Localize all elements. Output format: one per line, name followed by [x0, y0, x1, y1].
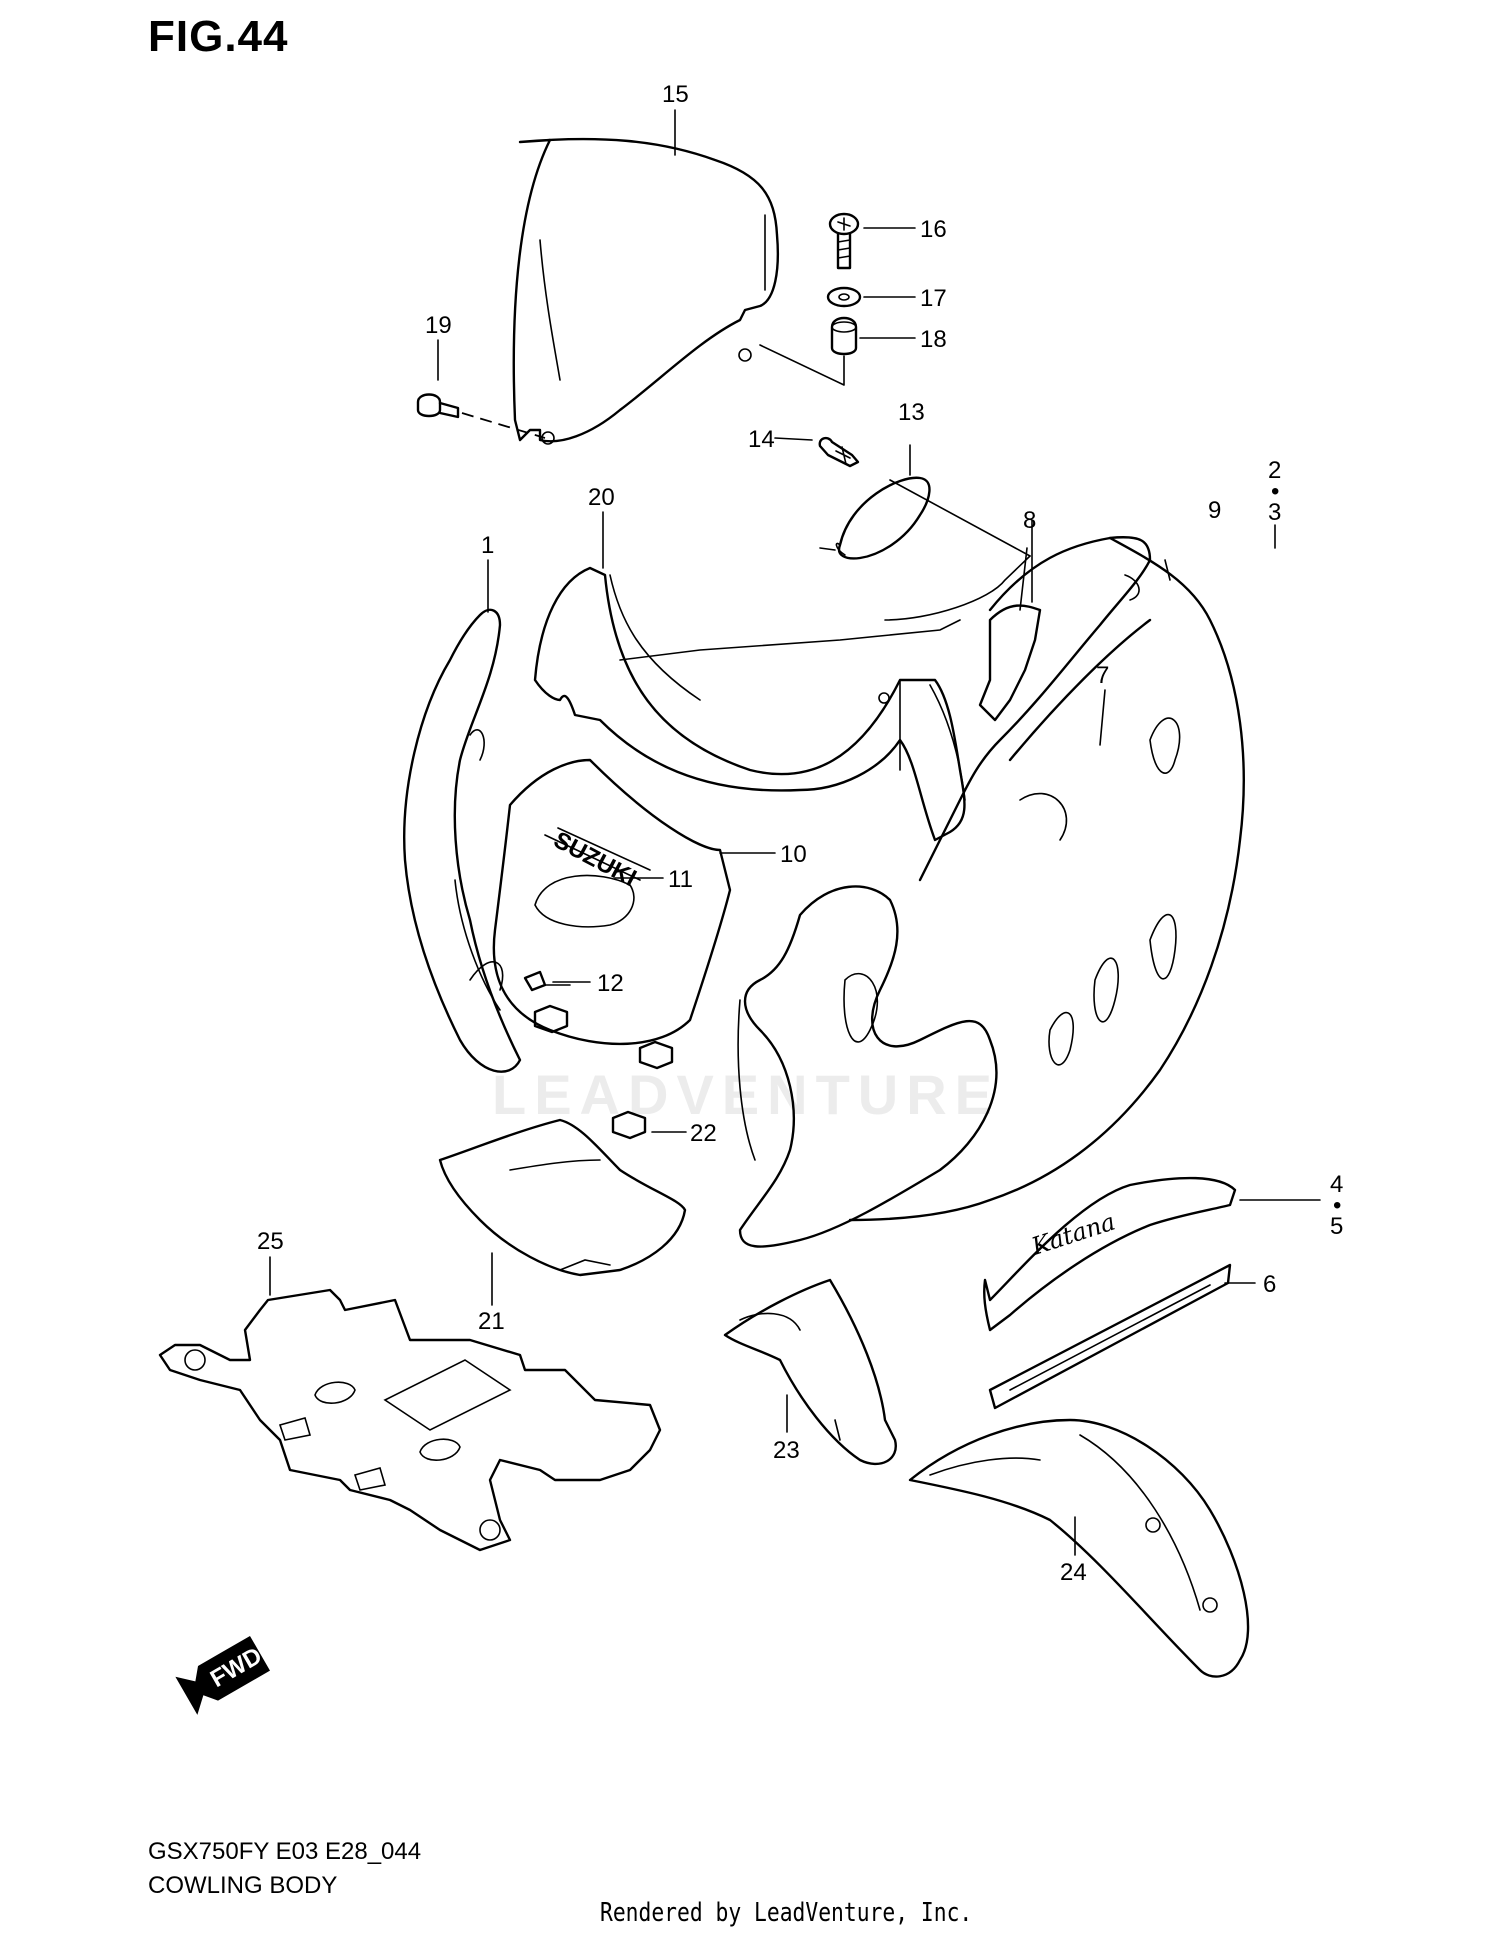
- callout-8: 8: [1023, 507, 1036, 534]
- callouts: 15 16 17 18 19 14 13 20 1 8 9 2 • 3 7 10…: [257, 81, 1343, 1586]
- part-duct-24: [908, 1418, 1250, 1678]
- callout-sep-4-5: •: [1333, 1192, 1341, 1219]
- part-windscreen: [512, 137, 780, 445]
- callout-18: 18: [920, 326, 947, 353]
- callout-24: 24: [1060, 1559, 1087, 1586]
- part-panel-8: [884, 555, 1042, 722]
- part-block-22: [611, 1110, 647, 1140]
- callout-23: 23: [773, 1437, 800, 1464]
- callout-17: 17: [920, 285, 947, 312]
- part-cover-13: [819, 476, 1031, 560]
- fwd-arrow-icon: FWD: [175, 1635, 270, 1715]
- katana-logo-text: Katana: [1027, 1208, 1118, 1262]
- part-screw-16: [828, 212, 860, 270]
- callout-7: 7: [1096, 662, 1109, 689]
- part-under-cowl-21: [438, 1118, 687, 1277]
- part-nut-18: [759, 316, 858, 386]
- callout-9: 9: [1208, 497, 1221, 524]
- rendered-by: Rendered by LeadVenture, Inc.: [600, 1898, 973, 1928]
- callout-16: 16: [920, 216, 947, 243]
- callout-3: 3: [1268, 499, 1281, 526]
- model-code: GSX750FY E03 E28_044: [148, 1838, 422, 1865]
- part-bracket-23: [723, 1278, 897, 1466]
- callout-4: 4: [1330, 1171, 1343, 1198]
- callout-2: 2: [1268, 457, 1281, 484]
- callout-10: 10: [780, 841, 807, 868]
- watermark: LEADVENTURE: [492, 1063, 1001, 1126]
- part-clip-12: [523, 970, 571, 992]
- callout-22: 22: [690, 1120, 717, 1147]
- callout-11: 11: [668, 866, 693, 893]
- callout-sep-2-3: •: [1271, 478, 1279, 505]
- part-upper-cowl-10: [492, 758, 732, 1046]
- leader-lines: [269, 109, 1321, 1556]
- callout-20: 20: [588, 484, 615, 511]
- part-main-cowl-7: [848, 536, 1245, 1222]
- part-blocks-misc: [533, 1004, 674, 1070]
- callout-6: 6: [1263, 1271, 1276, 1298]
- part-clip-19: [416, 393, 546, 439]
- callout-25: 25: [257, 1228, 284, 1255]
- decal-katana-4-5: Katana: [983, 1176, 1237, 1332]
- callout-15: 15: [662, 81, 689, 108]
- callout-21: 21: [478, 1308, 505, 1335]
- part-lower-cowl: [737, 885, 998, 1248]
- callout-13: 13: [898, 399, 925, 426]
- callout-5: 5: [1330, 1213, 1343, 1240]
- figure-title: FIG.44: [148, 12, 289, 61]
- callout-19: 19: [425, 312, 452, 339]
- part-inner-cowl-20: [533, 566, 966, 842]
- part-mat-25: [158, 1288, 662, 1552]
- callout-12: 12: [597, 970, 624, 997]
- part-washer-17: [826, 286, 862, 308]
- part-side-cowl-1: [403, 608, 522, 1073]
- decal-stripe-6: [988, 1263, 1232, 1410]
- part-screw-14: [818, 436, 860, 468]
- callout-1: 1: [481, 532, 494, 559]
- callout-14: 14: [748, 426, 775, 453]
- section-name: COWLING BODY: [148, 1872, 338, 1899]
